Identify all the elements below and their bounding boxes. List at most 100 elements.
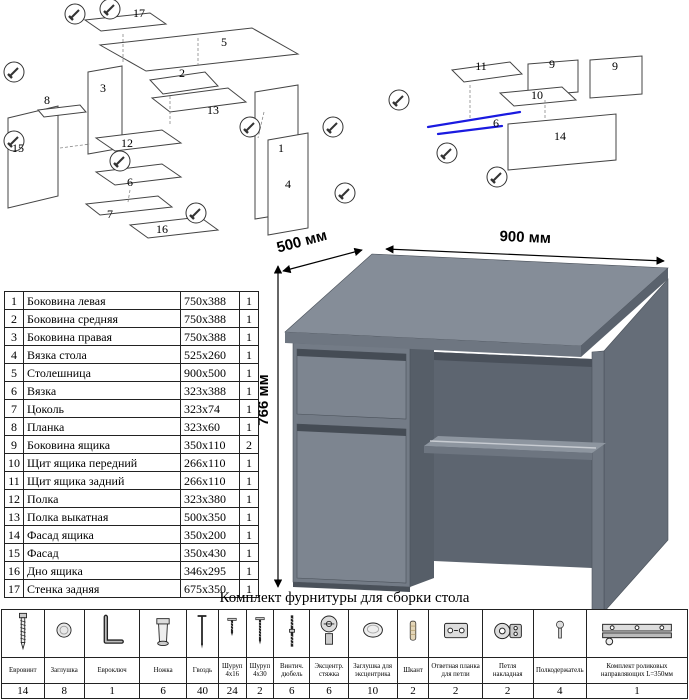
desk-illustration: 900 мм 500 мм 766 мм bbox=[255, 227, 669, 614]
part-size: 525x260 bbox=[180, 345, 240, 364]
part-number-label: 10 bbox=[531, 88, 543, 102]
hardware-item-qty: 2 bbox=[245, 683, 275, 699]
part-size: 266x110 bbox=[180, 471, 240, 490]
hardware-item-qty: 10 bbox=[347, 683, 398, 699]
part-number-label: 13 bbox=[207, 103, 219, 117]
hardware-item-qty: 6 bbox=[309, 683, 349, 699]
part-name: Планка bbox=[23, 417, 181, 436]
hardware-icons-row bbox=[1, 609, 689, 658]
hex-key-icon bbox=[103, 614, 124, 644]
hardware-item-name: Петля накладная bbox=[481, 657, 534, 684]
part-num: 7 bbox=[4, 399, 24, 418]
part-qty: 1 bbox=[239, 363, 259, 382]
part-name: Боковина правая bbox=[23, 327, 181, 346]
part-num: 16 bbox=[4, 561, 24, 580]
roller-guide-icon bbox=[585, 609, 689, 658]
hardware-item-qty: 2 bbox=[428, 683, 483, 699]
part-name: Фасад ящика bbox=[23, 525, 181, 544]
part-size: 500x350 bbox=[180, 507, 240, 526]
hinge-plate-icon bbox=[443, 622, 468, 639]
roller-guide-highlight bbox=[426, 110, 522, 129]
part-size: 323x60 bbox=[180, 417, 240, 436]
part-name: Щит ящика передний bbox=[23, 453, 181, 472]
part-num: 3 bbox=[4, 327, 24, 346]
part-number-label: 6 bbox=[127, 175, 133, 189]
part-size: 750x388 bbox=[180, 327, 240, 346]
part-name: Боковина левая bbox=[23, 291, 181, 310]
screw-callout-icon bbox=[333, 181, 357, 205]
part-name: Дно ящика bbox=[23, 561, 181, 580]
part-num: 5 bbox=[4, 363, 24, 382]
part-num: 9 bbox=[4, 435, 24, 454]
part-name: Вязка bbox=[23, 381, 181, 400]
part-number-label: 15 bbox=[12, 141, 24, 155]
part-number-label: 6 bbox=[493, 116, 499, 130]
cap-icon bbox=[56, 622, 72, 638]
part-name: Вязка стола bbox=[23, 345, 181, 364]
part-qty: 1 bbox=[239, 543, 259, 562]
nail-icon bbox=[198, 615, 207, 649]
part-number-label: 16 bbox=[156, 222, 168, 236]
part-size: 266x110 bbox=[180, 453, 240, 472]
part-num: 1 bbox=[4, 291, 24, 310]
part-size: 750x388 bbox=[180, 291, 240, 310]
hardware-item-qty: 1 bbox=[83, 683, 141, 699]
part-num: 2 bbox=[4, 309, 24, 328]
screw-callout-icon bbox=[98, 0, 122, 21]
screw-callout-icon bbox=[2, 60, 26, 84]
part-size: 675x350 bbox=[180, 579, 240, 598]
screw-4x16-icon bbox=[217, 609, 247, 658]
part-num: 4 bbox=[4, 345, 24, 364]
part-qty: 1 bbox=[239, 309, 259, 328]
part-qty: 1 bbox=[239, 579, 259, 598]
part-name: Боковина ящика bbox=[23, 435, 181, 454]
part-size: 323x388 bbox=[180, 381, 240, 400]
part-qty: 2 bbox=[239, 435, 259, 454]
hardware-item-name: Ответная планка для петли bbox=[428, 657, 483, 684]
part-qty: 1 bbox=[239, 507, 259, 526]
part-qty: 1 bbox=[239, 525, 259, 544]
part-num: 8 bbox=[4, 417, 24, 436]
part-size: 750x388 bbox=[180, 309, 240, 328]
hardware-item-name: Эксцентр. стяжка bbox=[309, 657, 349, 684]
part-name: Боковина средняя bbox=[23, 309, 181, 328]
part-number-label: 1 bbox=[278, 141, 284, 155]
hardware-item-qty: 40 bbox=[186, 683, 219, 699]
part-qty: 1 bbox=[239, 453, 259, 472]
part-num: 12 bbox=[4, 489, 24, 508]
screw-4x30-icon bbox=[255, 617, 265, 645]
part-number-label: 5 bbox=[221, 35, 227, 49]
part-name: Цоколь bbox=[23, 399, 181, 418]
part-size: 350x200 bbox=[180, 525, 240, 544]
roller-guide-highlight bbox=[436, 124, 504, 136]
screw-callout-icon bbox=[321, 115, 345, 139]
part-size: 900x500 bbox=[180, 363, 240, 382]
hardware-item-name: Заглушка для эксцентрика bbox=[347, 657, 398, 684]
part-name: Фасад bbox=[23, 543, 181, 562]
screw-callout-icon bbox=[63, 2, 87, 26]
hardware-title: Комплект фурнитуры для сборки стола bbox=[219, 590, 470, 606]
part-number-label: 17 bbox=[133, 6, 145, 20]
part-name: Столешница bbox=[23, 363, 181, 382]
width-dimension-label: 900 мм bbox=[499, 228, 551, 247]
hardware-item-qty: 2 bbox=[481, 683, 534, 699]
leg-icon bbox=[139, 609, 188, 658]
roller-guide-icon bbox=[602, 623, 672, 646]
hinge-plate-icon bbox=[428, 609, 483, 658]
